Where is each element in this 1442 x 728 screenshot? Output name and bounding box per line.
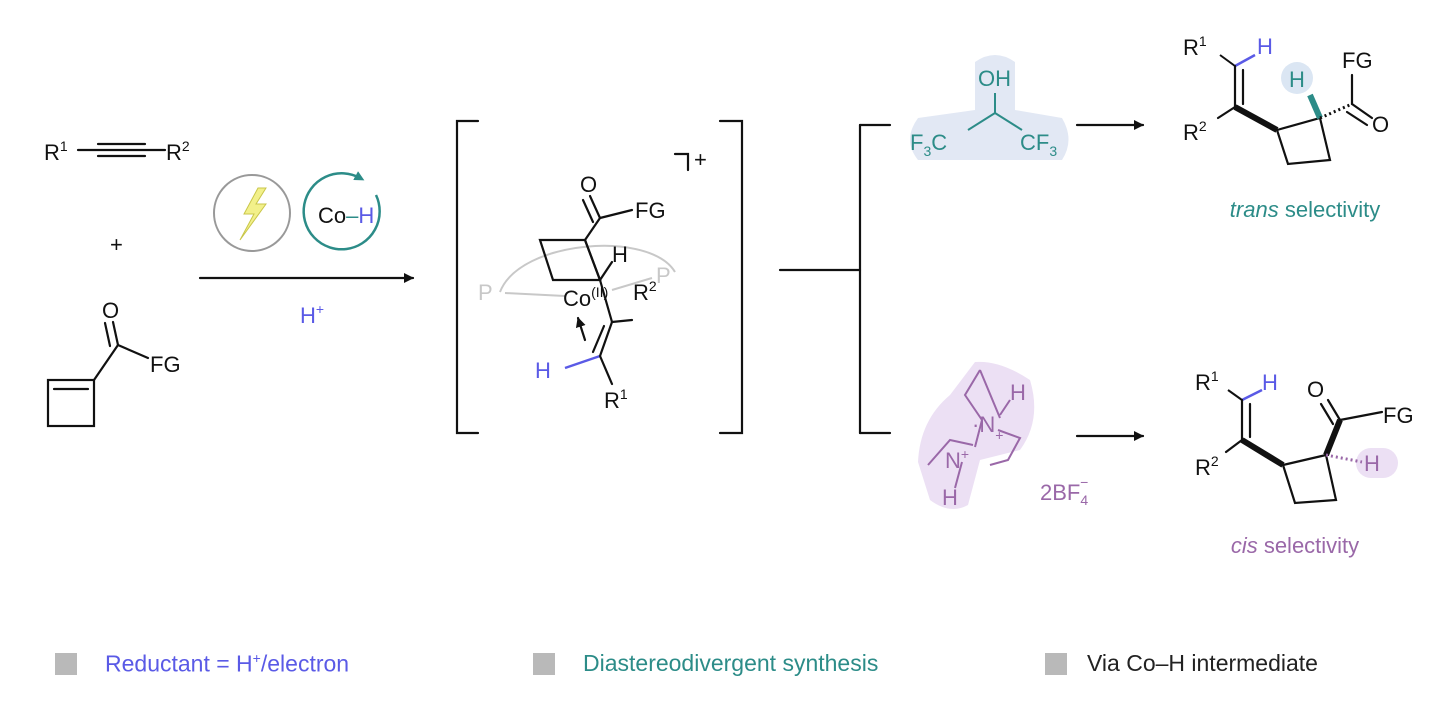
cobalt-intermediate: + P P O FG H Co(II) R2 H R1 (455, 119, 744, 435)
legend-text: Diastereodivergent synthesis (583, 650, 879, 676)
hfip-f3c: F3C (910, 130, 947, 159)
trans-r2: R2 (1183, 118, 1207, 145)
cis-o: O (1307, 377, 1324, 402)
intermediate-r2: R2 (633, 278, 657, 305)
alkyne-r2: R2 (166, 138, 190, 165)
counterion: 2BF4− (1040, 474, 1088, 508)
cis-selectivity-label: cis selectivity (1231, 533, 1359, 558)
cis-r2: R2 (1195, 453, 1219, 480)
carbonyl-o: O (580, 172, 597, 197)
lightning-icon (239, 187, 267, 241)
trans-o: O (1372, 112, 1389, 137)
legend-text: Reductant = H+/electron (105, 650, 350, 677)
cis-r1: R1 (1195, 368, 1219, 395)
cycle-arrow-icon (302, 171, 381, 251)
dabco-n-top: ·N+ (972, 412, 1003, 443)
intermediate-r1: R1 (604, 386, 628, 413)
charge-plus: + (694, 147, 707, 172)
hfip-cf3: CF3 (1020, 130, 1057, 159)
curved-arrow (575, 316, 587, 342)
plus-sign: + (110, 232, 123, 257)
trans-product: R1 H R2 H FG O trans selectivity (1183, 33, 1389, 222)
legend-item-reductant: Reductant = H+/electron (55, 650, 349, 678)
cis-product: R1 H R2 O FG H cis selectivity (1195, 368, 1414, 558)
legend-item-diastereodivergent: Diastereodivergent synthesis (533, 650, 878, 677)
dabco-additive: ·N+ H N+ H 2BF4− (918, 361, 1145, 510)
legend-square (1045, 652, 1067, 675)
legend-item-coh: Via Co–H intermediate (1045, 650, 1318, 677)
dabco-h-bottom: H (942, 485, 958, 510)
alkyne-r1: R1 (44, 138, 68, 165)
phosphine-right: P (656, 263, 671, 288)
trans-fg: FG (1342, 48, 1373, 73)
cis-ring-h: H (1364, 451, 1380, 476)
hfip-additive: OH F3C CF3 (910, 55, 1145, 160)
co-h-label: Co–H (318, 203, 374, 228)
proton-label: H+ (300, 301, 324, 328)
cyclobutene-reactant: O FG (46, 298, 181, 428)
cis-vinyl-h: H (1262, 370, 1278, 395)
carbonyl-o: O (102, 298, 119, 323)
cis-fg: FG (1383, 403, 1414, 428)
phosphine-left: P (478, 280, 493, 305)
trans-vinyl-h: H (1257, 34, 1273, 59)
fg-label: FG (635, 198, 666, 223)
legend-square (533, 652, 555, 675)
trans-ring-h: H (1289, 67, 1305, 92)
branch-lines (778, 123, 892, 435)
dabco-h-top: H (1010, 380, 1026, 405)
hfip-oh: OH (978, 66, 1011, 91)
trans-selectivity-label: trans selectivity (1230, 197, 1380, 222)
legend-text: Via Co–H intermediate (1087, 650, 1318, 676)
alkyne-reactant: R1 R2 (44, 138, 190, 165)
legend-square (55, 652, 77, 675)
dabco-n-bottom: N+ (945, 446, 969, 473)
ring-h: H (612, 242, 628, 267)
fg-label: FG (150, 352, 181, 377)
electricity-circle (213, 174, 291, 252)
trans-r1: R1 (1183, 33, 1207, 60)
conditions: Co–H H+ (198, 171, 415, 328)
vinyl-h: H (535, 358, 551, 383)
